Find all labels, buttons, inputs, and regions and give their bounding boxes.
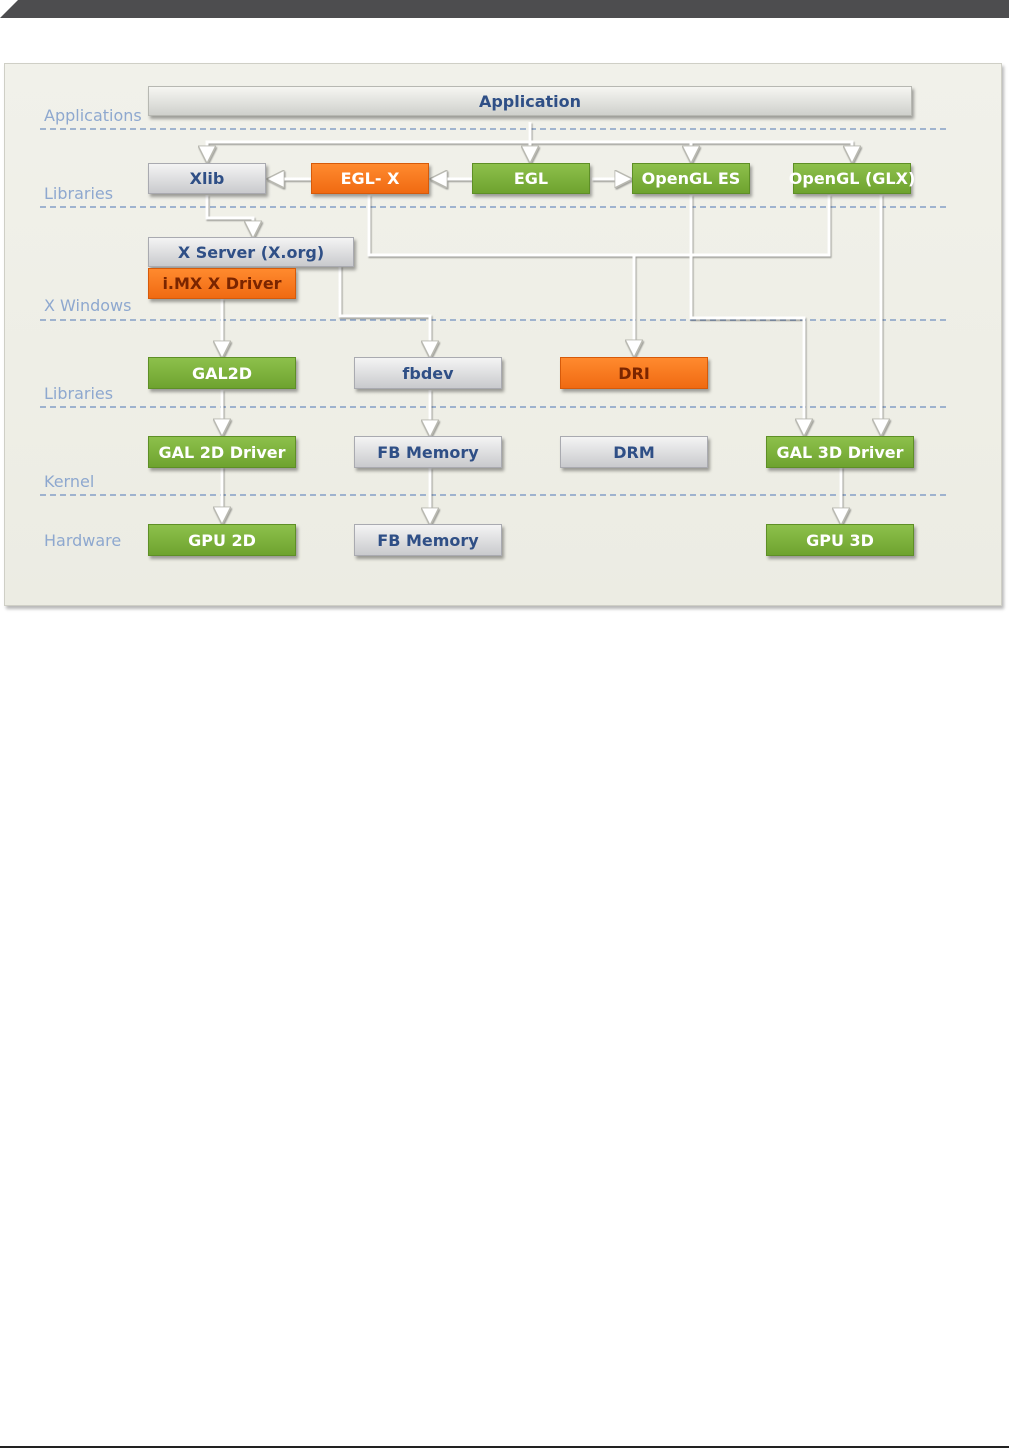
arrow-eglx-glx-to-dri (367, 195, 831, 354)
gal-2d-driver-box: GAL 2D Driver (148, 436, 296, 468)
diagram-connectors (40, 122, 948, 620)
x-server-box: X Server (X.org) (148, 237, 354, 267)
gal-3d-driver-box: GAL 3D Driver (766, 436, 914, 468)
arrow-app-to-opengl-glx (691, 140, 852, 160)
header-bar (0, 0, 1009, 18)
egl-x-box: EGL- X (311, 163, 429, 194)
fb-memory-hw-box: FB Memory (354, 524, 502, 556)
layer-label-libraries: Libraries (44, 184, 114, 203)
arrow-app-to-xlib (207, 140, 530, 160)
arrow-xlib-to-xserver (205, 195, 253, 235)
opengl-es-box: OpenGL ES (632, 163, 750, 194)
dri-box: DRI (560, 357, 708, 389)
layer-label-x-windows: X Windows (44, 296, 132, 315)
opengl-glx-box: OpenGL (GLX) (789, 163, 915, 194)
drm-box: DRM (560, 436, 708, 468)
imx-x-driver-box: i.MX X Driver (148, 268, 296, 299)
arrow-app-to-opengl-es (530, 140, 691, 160)
egl-box: EGL (472, 163, 590, 194)
footer-rule (0, 1446, 1009, 1448)
arrow-opengl-es-to-gal3d (689, 195, 804, 433)
fb-memory-kernel-box: FB Memory (354, 436, 502, 468)
layer-dividers (40, 128, 948, 496)
application-box: Application (148, 86, 912, 116)
layer-label-libraries: Libraries (44, 384, 114, 403)
xlib-box: Xlib (148, 163, 266, 194)
gpu-3d-box: GPU 3D (766, 524, 914, 556)
fbdev-box: fbdev (354, 357, 502, 389)
arrow-xserver-to-fbdev (338, 266, 430, 355)
gal2d-box: GAL2D (148, 357, 296, 389)
layer-label-kernel: Kernel (44, 472, 95, 491)
layer-label-hardware: Hardware (44, 531, 122, 550)
gpu-2d-box: GPU 2D (148, 524, 296, 556)
layer-label-applications: Applications (44, 106, 142, 125)
